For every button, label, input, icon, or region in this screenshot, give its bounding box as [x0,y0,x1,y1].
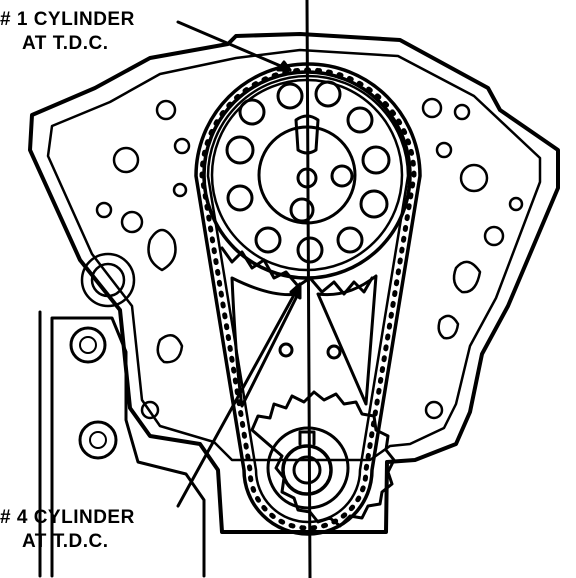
alignment-centerline [305,0,312,578]
leader-line-cylinder-1 [176,20,292,72]
cam-dowel-slot [294,114,320,155]
passage-slot [156,333,184,364]
bracket-bolt-upper [69,326,107,364]
crank-keyway [298,430,316,446]
leader-arrow-cylinder-1 [276,60,292,72]
passage-hole [173,137,191,155]
passage-slot [147,228,177,272]
chain-outer-run [194,62,422,536]
passage-hole [172,182,188,198]
callout-cylinder-1-line1: # 1 CYLINDER [0,9,135,30]
callout-cylinder-1: # 1 CYLINDER AT T.D.C. [0,8,135,56]
callout-cylinder-4: # 4 CYLINDER AT T.D.C. [0,506,135,554]
chain-inner-run [206,74,410,524]
passage-hole [453,103,471,121]
passage-hole [435,141,453,159]
callout-cylinder-4-line1: # 4 CYLINDER [0,507,135,528]
right-passages [421,97,524,420]
passage-hole [80,252,136,308]
passage-hole [112,146,140,174]
passage-hole [90,262,126,298]
web-bolt [278,342,294,358]
timing-chain [194,62,422,536]
passage-hole [95,201,113,219]
passage-hole [483,225,505,247]
web-left [230,276,300,408]
cam-lightening-holes [225,80,391,264]
passage-hole [421,97,443,119]
bracket-bolt-lower [78,420,118,460]
leader-arrow-cylinder-4 [289,282,302,300]
passage-hole [459,163,489,193]
left-passages [80,99,191,420]
passage-slot [452,260,482,294]
block-inner-outline [46,48,542,462]
bracket-bolt-lower-inner [89,431,107,449]
web-bolt [326,344,342,360]
chain-links [199,67,417,531]
left-bracket [38,310,206,578]
leader-lines [176,20,302,508]
passage-hole [424,400,444,420]
bracket-bolt-upper-inner [79,336,97,354]
engine-block [28,32,560,578]
web-right [316,274,378,406]
passage-slot [437,314,460,340]
passage-hole [155,99,177,121]
passage-hole [508,196,524,212]
chain-web [230,274,378,408]
passage-hole [120,210,144,234]
callout-cylinder-4-line2: AT T.D.C. [22,531,109,552]
leader-line-cylinder-4 [176,282,302,508]
crank-snout [281,444,333,496]
crank-snout-inner [292,455,322,485]
callout-cylinder-1-line2: AT T.D.C. [22,33,109,54]
passage-hole [140,400,160,420]
